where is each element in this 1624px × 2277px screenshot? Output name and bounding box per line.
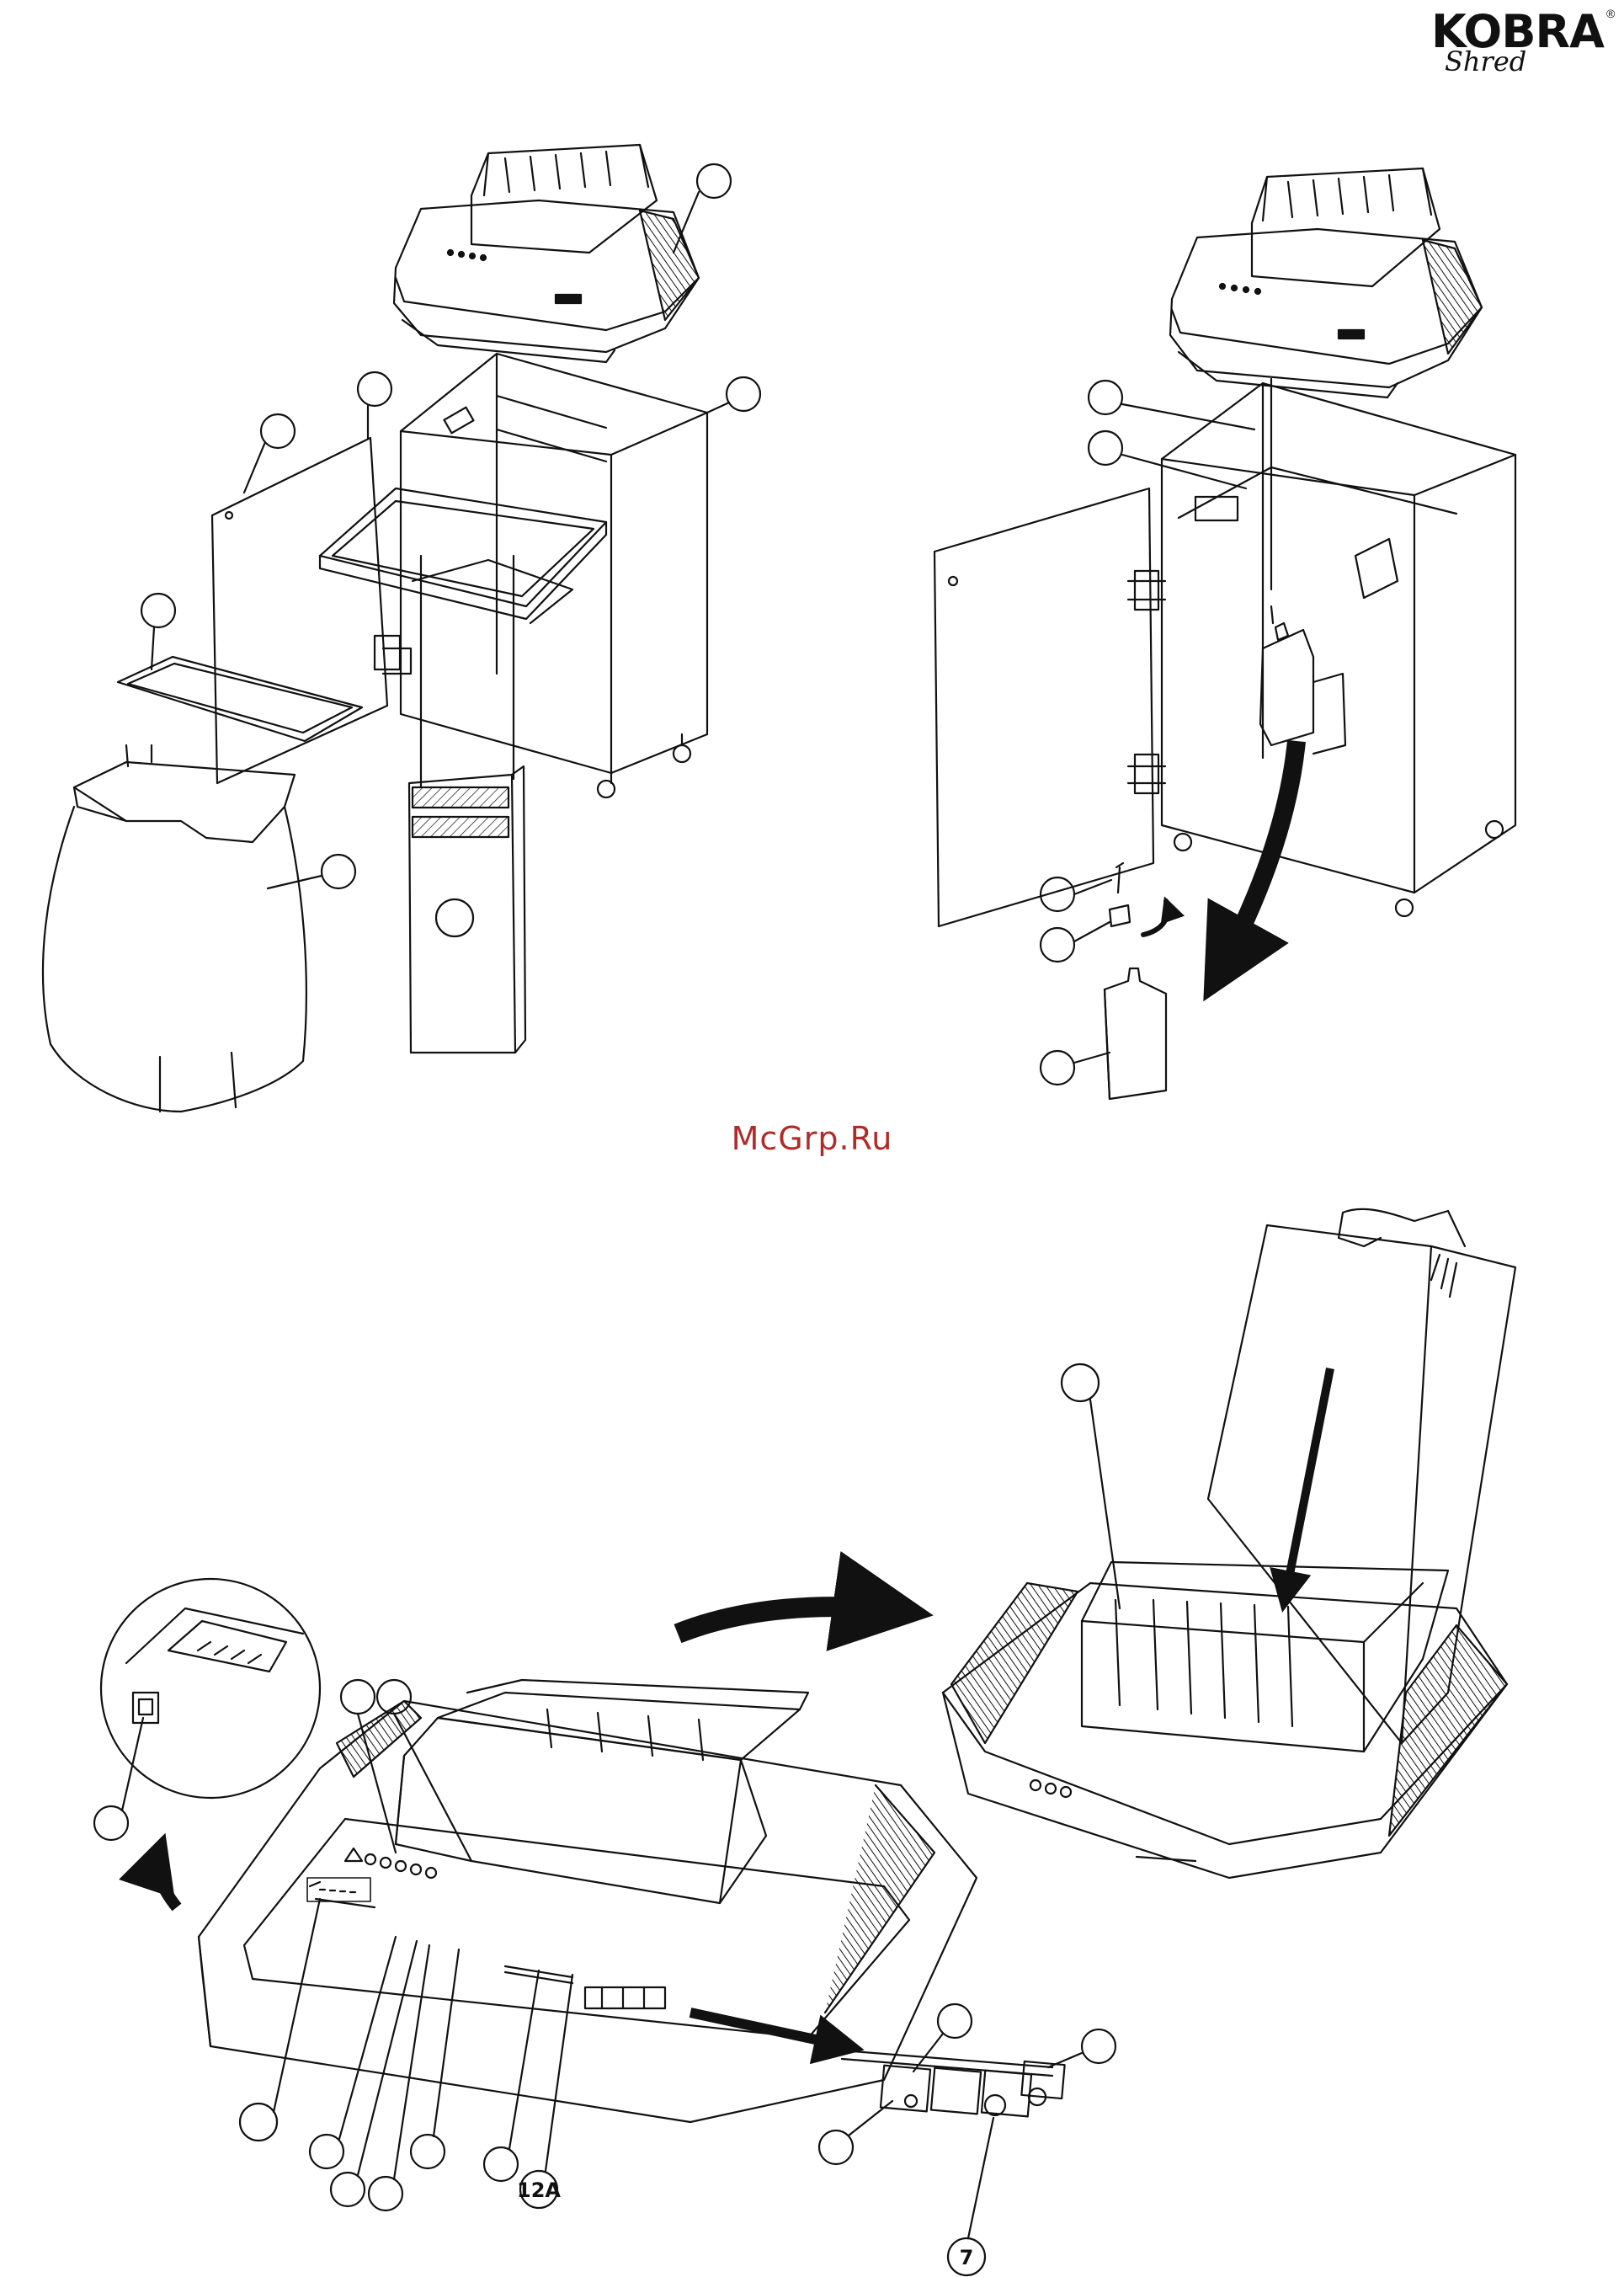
callout-circle — [331, 2173, 365, 2206]
callout-circle — [341, 1680, 375, 1714]
shredder-head-top-left — [394, 145, 699, 362]
callout-circle — [1062, 1364, 1099, 1401]
callout-circle — [436, 899, 473, 936]
shredder-main-view — [199, 1680, 977, 2122]
callout-circle — [727, 377, 760, 411]
cabinet-body-top-left — [401, 354, 707, 797]
shredder-head-top-right — [1170, 168, 1482, 397]
callout-circle — [1089, 431, 1122, 465]
arrow-oil-down — [1212, 741, 1297, 985]
callout-circle — [358, 372, 391, 406]
waste-bin-small — [118, 657, 362, 741]
callout-circle — [484, 2147, 518, 2181]
callout-circle — [1089, 381, 1122, 414]
callout-circle — [240, 2104, 277, 2141]
oil-bottle — [1105, 968, 1166, 1099]
callout-7: 7 — [948, 2118, 993, 2275]
callout-circle — [261, 414, 295, 448]
callout-circle — [322, 855, 355, 888]
callout-circle — [141, 594, 175, 627]
callout-circle — [94, 1806, 128, 1840]
callout-circle — [411, 2135, 445, 2168]
waste-sack — [43, 745, 306, 1112]
callout-7-label: 7 — [960, 2246, 974, 2269]
callout-circle — [369, 2177, 402, 2210]
arrow-insert-paper — [1284, 1368, 1330, 1604]
cabinet-body-top-right — [1162, 383, 1515, 916]
switch-detail-circle — [101, 1579, 320, 1798]
filter-panel — [409, 556, 525, 1053]
door-panel-top-right — [934, 488, 1165, 926]
frame-tray — [320, 488, 606, 623]
callout-circle — [1041, 1051, 1074, 1085]
arrow-switch-up — [158, 1844, 177, 1907]
shredder-feed-view — [943, 1562, 1507, 1878]
arrow-to-buttons — [690, 2013, 855, 2048]
arrow-to-feed-view — [678, 1607, 913, 1634]
callout-circle — [697, 164, 731, 198]
door-panel-top-left — [212, 438, 411, 783]
callout-circle — [1082, 2029, 1116, 2063]
callout-12a-label: 12A — [517, 2178, 561, 2202]
callout-circle — [1041, 928, 1074, 962]
callout-circle — [310, 2135, 343, 2168]
hand — [1339, 1209, 1465, 1246]
oil-reservoir — [1260, 379, 1345, 754]
button-panel-detail — [842, 2050, 1065, 2116]
